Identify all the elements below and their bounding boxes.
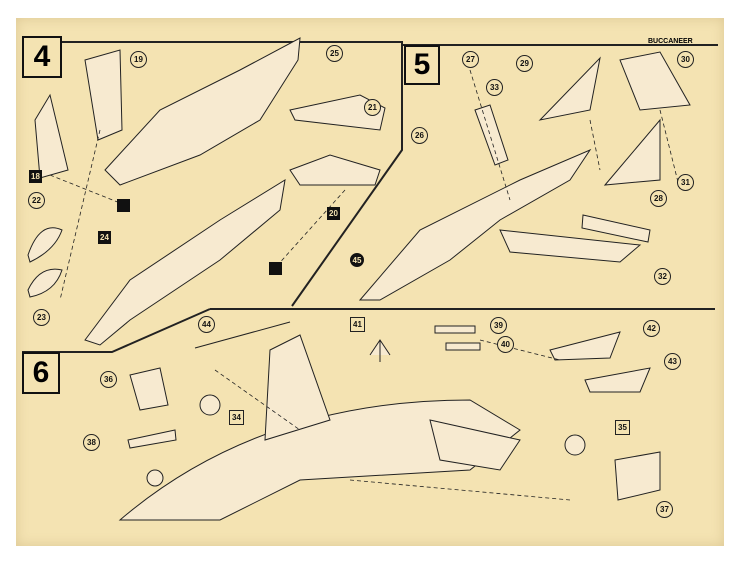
part-44 xyxy=(194,321,291,349)
aircraft-body xyxy=(358,148,592,301)
part-label-32: 32 xyxy=(654,268,671,285)
wing-6 xyxy=(429,419,521,471)
fuselage-upper-25 xyxy=(104,37,301,186)
part-label-30: 30 xyxy=(677,51,694,68)
step5-parts xyxy=(358,51,691,301)
part-label-33: 33 xyxy=(486,79,503,96)
part-label-28: 28 xyxy=(650,190,667,207)
kit-title: BUCCANEER xyxy=(648,38,693,45)
part-label-25: 25 xyxy=(326,45,343,62)
part-label-38: 38 xyxy=(83,434,100,451)
part-40 xyxy=(445,342,481,351)
part-43 xyxy=(584,367,651,393)
part-label-40: 40 xyxy=(497,336,514,353)
part-label-35: 35 xyxy=(615,420,630,435)
wheel-34 xyxy=(199,394,221,416)
part-label-41: 41 xyxy=(350,317,365,332)
fin-part-28 xyxy=(603,118,661,186)
wheel-35 xyxy=(564,434,586,456)
step4-parts xyxy=(27,37,386,346)
part-label-24: 24 xyxy=(98,231,111,244)
tailplane-30 xyxy=(619,51,691,111)
nose-23 xyxy=(27,268,63,298)
part-38 xyxy=(127,429,177,449)
nose-22 xyxy=(27,227,63,263)
tail-fin xyxy=(264,334,331,441)
arrow-41 xyxy=(369,339,391,362)
part-label-31: 31 xyxy=(677,174,694,191)
wheel-38 xyxy=(146,469,164,487)
fin-part-29 xyxy=(538,56,601,121)
part-label-44: 44 xyxy=(198,316,215,333)
wing-5 xyxy=(499,229,642,263)
part-32 xyxy=(581,214,651,243)
fin-part-19 xyxy=(84,49,123,141)
step-4-number: 4 xyxy=(22,36,62,78)
part-label-36: 36 xyxy=(100,371,117,388)
part-37 xyxy=(614,451,661,501)
part-39 xyxy=(434,325,476,334)
part-label-29: 29 xyxy=(516,55,533,72)
fin-part-18 xyxy=(34,93,69,179)
part-42 xyxy=(549,331,621,361)
part-label-19: 19 xyxy=(130,51,147,68)
part-label-34: 34 xyxy=(229,410,244,425)
part-label-27: 27 xyxy=(462,51,479,68)
section-borders xyxy=(22,41,718,353)
fuselage-lower xyxy=(84,178,286,346)
attach-point-marker xyxy=(117,199,130,212)
part-label-21: 21 xyxy=(364,99,381,116)
part-label-23: 23 xyxy=(33,309,50,326)
part-label-18: 18 xyxy=(29,170,42,183)
wing-21 xyxy=(289,94,386,131)
part-label-43: 43 xyxy=(664,353,681,370)
step-5-number: 5 xyxy=(404,45,440,85)
part-label-39: 39 xyxy=(490,317,507,334)
step6-parts xyxy=(118,321,661,521)
guide-lines xyxy=(49,69,681,501)
part-label-26: 26 xyxy=(411,127,428,144)
part-label-42: 42 xyxy=(643,320,660,337)
step-6-number: 6 xyxy=(22,352,60,394)
part-label-20: 20 xyxy=(327,207,340,220)
part-label-22: 22 xyxy=(28,192,45,209)
part-33 xyxy=(474,104,509,166)
part-label-45: 45 xyxy=(350,253,364,267)
part-36 xyxy=(129,367,169,411)
part-label-37: 37 xyxy=(656,501,673,518)
attach-point-marker xyxy=(269,262,282,275)
wing-20 xyxy=(289,154,381,186)
